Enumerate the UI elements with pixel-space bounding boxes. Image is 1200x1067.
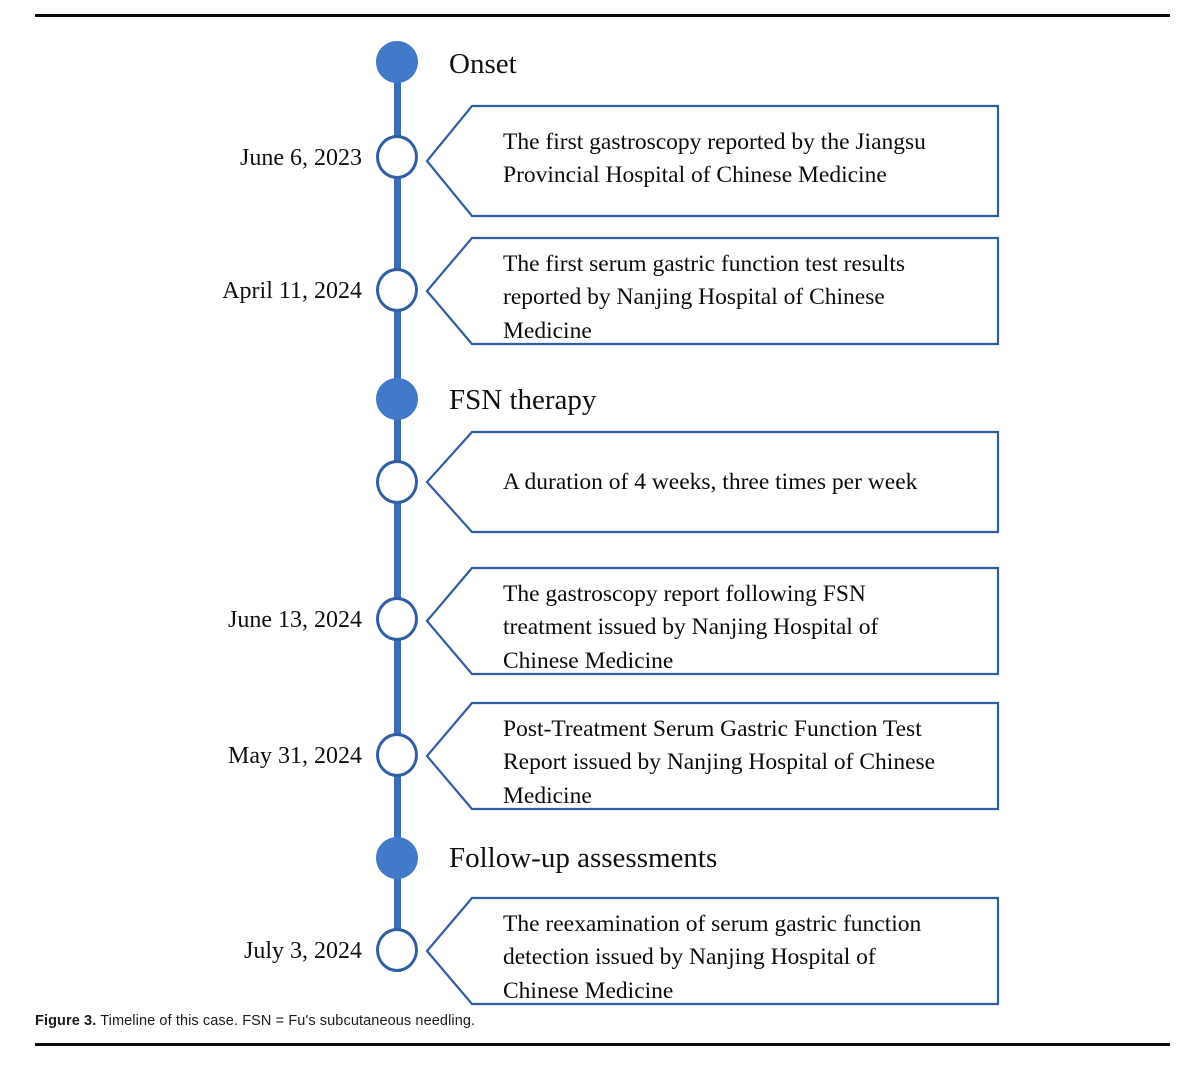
timeline-node-post-gastroscopy <box>376 597 418 641</box>
figure-top-rule <box>35 14 1170 17</box>
timeline-node-follow-up <box>376 837 418 879</box>
date-label-post-serum-report: May 31, 2024 <box>228 743 362 769</box>
callout-line: Post-Treatment Serum Gastric Function Te… <box>503 716 922 742</box>
callout-line: Medicine <box>503 782 592 809</box>
callout-text-first-gastroscopy: The first gastroscopy reported by the Ji… <box>503 126 982 193</box>
callout-therapy-duration: A duration of 4 weeks, three times per w… <box>425 430 1000 534</box>
figure-bottom-rule <box>35 1043 1170 1046</box>
callout-text-post-gastroscopy: The gastroscopy report following FSN tre… <box>503 578 982 678</box>
milestone-label-fsn-therapy: FSN therapy <box>449 384 597 416</box>
callout-line: reported by Nanjing Hospital of Chinese <box>503 284 885 311</box>
date-label-serum-reexamination: July 3, 2024 <box>243 938 362 964</box>
callout-line: The first serum gastric function test re… <box>503 251 906 277</box>
timeline-node-serum-reexamination <box>376 928 418 972</box>
callout-line: The first gastroscopy reported by the Ji… <box>503 129 926 155</box>
callout-line: The reexamination of serum gastric funct… <box>503 911 922 937</box>
callout-text-serum-reexamination: The reexamination of serum gastric funct… <box>503 908 982 1008</box>
callout-first-gastroscopy: The first gastroscopy reported by the Ji… <box>425 104 1000 218</box>
timeline-node-therapy-duration <box>376 460 418 504</box>
callout-line: A duration of 4 weeks, three times per w… <box>503 469 918 495</box>
figure-caption: Figure 3. Timeline of this case. FSN = F… <box>35 1013 475 1029</box>
callout-serum-reexamination: The reexamination of serum gastric funct… <box>425 896 1000 1006</box>
callout-post-serum-report: Post-Treatment Serum Gastric Function Te… <box>425 701 1000 811</box>
callout-text-post-serum-report: Post-Treatment Serum Gastric Function Te… <box>503 713 982 813</box>
timeline-node-post-serum-report <box>376 733 418 777</box>
milestone-label-follow-up: Follow-up assessments <box>449 842 718 874</box>
date-label-first-gastroscopy: June 6, 2023 <box>240 145 362 171</box>
callout-text-therapy-duration: A duration of 4 weeks, three times per w… <box>503 466 982 499</box>
timeline-spine <box>394 62 401 972</box>
timeline-node-fsn-therapy <box>376 378 418 420</box>
date-label-post-gastroscopy: June 13, 2024 <box>228 607 362 633</box>
callout-line: Chinese Medicine <box>503 977 674 1004</box>
callout-line: Provincial Hospital of Chinese Medicine <box>503 162 887 189</box>
timeline-node-onset <box>376 41 418 83</box>
callout-first-serum-test: The first serum gastric function test re… <box>425 236 1000 346</box>
callout-line: detection issued by Nanjing Hospital of <box>503 944 876 971</box>
callout-line: Report issued by Nanjing Hospital of Chi… <box>503 749 936 776</box>
callout-line: Chinese Medicine <box>503 647 674 674</box>
timeline-node-first-serum-test <box>376 268 418 312</box>
timeline-node-first-gastroscopy <box>376 135 418 179</box>
figure-caption-label: Figure 3. <box>35 1013 97 1029</box>
figure-caption-text: Timeline of this case. FSN = Fu's subcut… <box>100 1013 476 1029</box>
date-label-first-serum-test: April 11, 2024 <box>222 278 362 304</box>
callout-line: Medicine <box>503 317 592 344</box>
milestone-label-onset: Onset <box>449 48 517 80</box>
callout-line: treatment issued by Nanjing Hospital of <box>503 614 879 641</box>
callout-text-first-serum-test: The first serum gastric function test re… <box>503 248 982 348</box>
callout-post-gastroscopy: The gastroscopy report following FSN tre… <box>425 566 1000 676</box>
callout-line: The gastroscopy report following FSN <box>503 581 866 607</box>
